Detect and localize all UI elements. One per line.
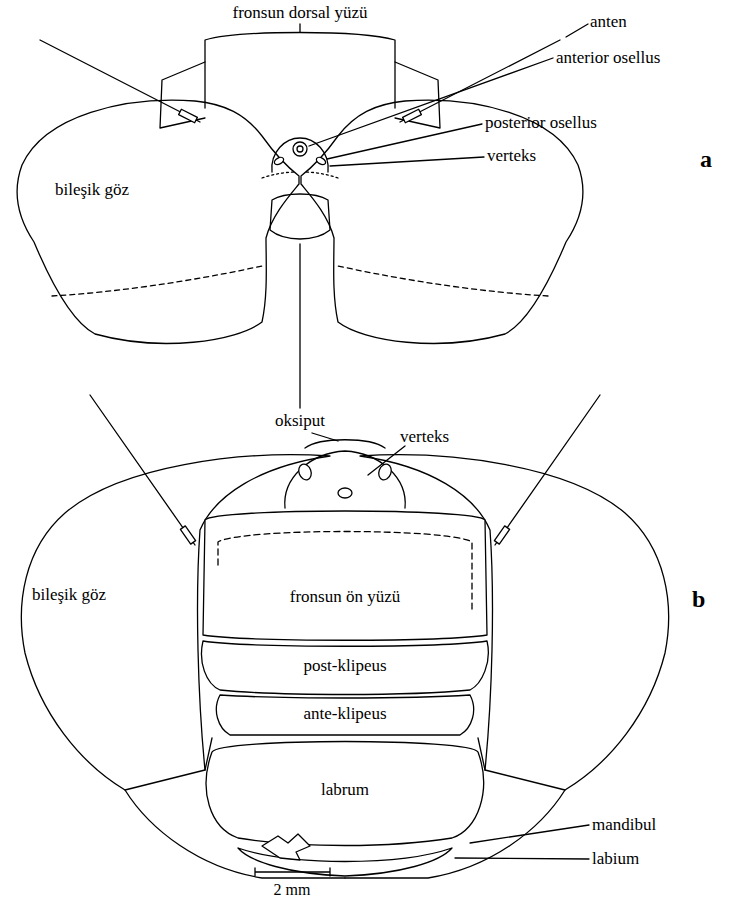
left-half bbox=[17, 40, 299, 343]
ocellus-lens bbox=[297, 146, 303, 152]
dotted-line bbox=[304, 172, 338, 178]
leader-line bbox=[330, 157, 484, 166]
leader-line bbox=[566, 24, 588, 37]
compound-eye-outline bbox=[17, 100, 299, 343]
part-label: mandibul bbox=[592, 815, 656, 835]
part-label: anterior osellus bbox=[556, 48, 660, 68]
leader-line bbox=[299, 244, 300, 408]
vertex-outline bbox=[272, 138, 328, 172]
head-dorsal-view bbox=[17, 24, 588, 408]
part-label: post-klipeus bbox=[303, 656, 386, 676]
frons-dorsal-outline bbox=[205, 33, 395, 109]
labrum-outline bbox=[206, 742, 483, 846]
lateral-plate bbox=[395, 62, 440, 128]
leader-line bbox=[299, 24, 300, 32]
part-label: posterior osellus bbox=[485, 113, 597, 133]
posterior-ocellus bbox=[273, 156, 285, 166]
dotted-line bbox=[262, 172, 296, 178]
antenna-line bbox=[495, 395, 600, 545]
anteclypeus-outline bbox=[216, 695, 473, 735]
part-label: labium bbox=[592, 849, 639, 869]
part-label: labrum bbox=[321, 780, 369, 800]
part-label: ante-klipeus bbox=[303, 704, 386, 724]
part-label: verteks bbox=[487, 146, 536, 166]
part-label: fronsun dorsal yüzü bbox=[232, 3, 367, 23]
lateral-plate bbox=[160, 62, 205, 128]
frons-outline bbox=[203, 511, 487, 640]
antenna-line bbox=[400, 40, 560, 122]
leader-line bbox=[327, 124, 482, 159]
eye-dashed-line bbox=[338, 266, 548, 296]
mandible-outline bbox=[262, 834, 310, 860]
panel-letter: b bbox=[692, 586, 705, 612]
posterior-ocellus bbox=[315, 156, 327, 166]
antenna-base bbox=[494, 526, 509, 544]
scale-label: 2 mm bbox=[274, 881, 311, 899]
part-label: verteks bbox=[400, 427, 449, 447]
head-frontal-view bbox=[21, 395, 668, 878]
occiput-outline bbox=[270, 194, 330, 239]
antenna-line bbox=[40, 40, 200, 122]
labium-outline bbox=[238, 848, 452, 876]
right-half bbox=[301, 40, 583, 343]
part-label: bileşik göz bbox=[55, 180, 129, 200]
panel-letter: a bbox=[700, 146, 712, 172]
leader-line bbox=[309, 58, 553, 146]
head-lower-outline bbox=[125, 790, 345, 878]
lateral-ocellus bbox=[377, 462, 394, 481]
lateral-ocellus bbox=[297, 462, 314, 481]
antenna-base bbox=[179, 109, 198, 123]
eye-dashed-line bbox=[52, 266, 262, 296]
postclypeus-outline bbox=[202, 641, 489, 695]
antenna-line bbox=[90, 395, 195, 545]
part-label: anten bbox=[590, 12, 627, 32]
leader-line bbox=[455, 858, 589, 859]
compound-eye-outline bbox=[301, 100, 583, 343]
leader-line bbox=[368, 446, 405, 475]
part-label: bileşik göz bbox=[32, 585, 106, 605]
frons-dashed-line bbox=[218, 532, 472, 611]
anterior-ocellus bbox=[293, 142, 307, 156]
leader-line bbox=[470, 825, 589, 843]
part-label: fronsun ön yüzü bbox=[290, 587, 400, 607]
occiput-arc bbox=[305, 440, 385, 448]
median-ocellus bbox=[338, 488, 352, 498]
part-label: oksiput bbox=[275, 411, 325, 431]
antenna-base bbox=[180, 526, 195, 544]
scale-bar bbox=[255, 868, 330, 876]
